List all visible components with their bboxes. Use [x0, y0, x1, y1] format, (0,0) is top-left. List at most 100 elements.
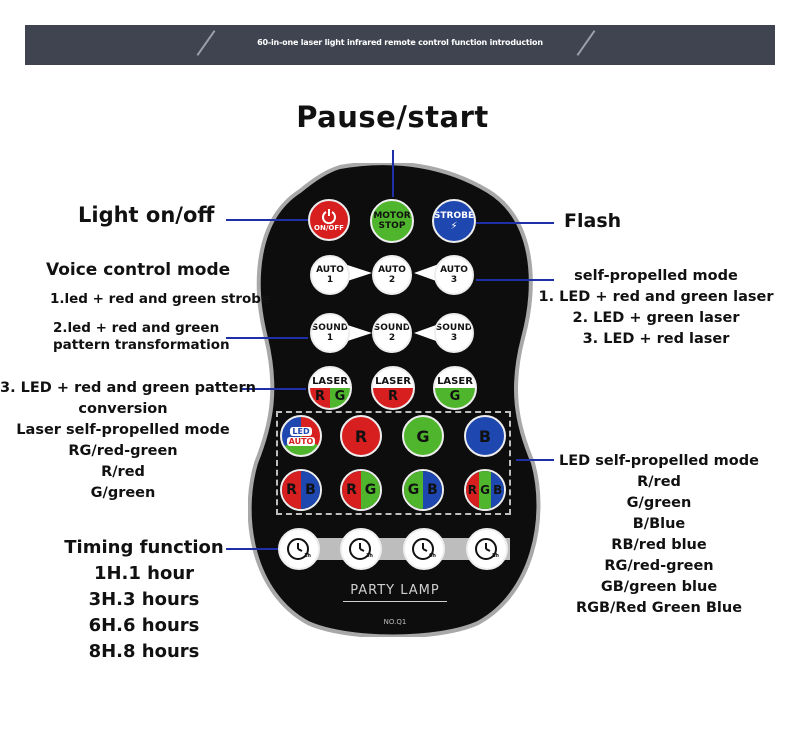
self-mode-2: 2. LED + green laser: [572, 310, 740, 326]
clock-icon: [475, 538, 497, 560]
pause-leader-line: [392, 150, 394, 197]
laser-rg-r: R: [310, 388, 330, 408]
self-leader-line: [476, 279, 554, 281]
laser-section: 3. LED + red and green pattern conversio…: [0, 378, 256, 504]
onoff-button[interactable]: ON/OFF: [308, 199, 350, 241]
led-gb-b: B: [423, 471, 442, 509]
strobe-label: STROBE: [433, 210, 475, 221]
led-mode-rgb: RGB/Red Green Blue: [575, 600, 743, 616]
header-banner: 60-in-one laser light infrared remote co…: [25, 25, 775, 65]
light-leader-line: [226, 219, 308, 221]
timer-6h-button[interactable]: 6h: [403, 528, 445, 570]
led-b-button[interactable]: B: [464, 415, 506, 457]
self-mode-title: self-propelled mode: [574, 268, 738, 284]
voice3-leader-line: [240, 388, 306, 390]
led-g-label: G: [416, 426, 430, 446]
timing-3h: 3H.3 hours: [88, 589, 200, 610]
voice-mode-2a: 2.led + red and green: [53, 320, 220, 336]
auto-1-button[interactable]: AUTO 1: [310, 255, 350, 295]
voice-mode-1: 1.led + red and green strobe: [50, 291, 271, 307]
banner-title: 60-in-one laser light infrared remote co…: [257, 38, 543, 47]
led-auto-bottom: AUTO: [286, 436, 316, 446]
lightning-icon: ⚡: [450, 220, 458, 232]
led-mode-rg: RG/red-green: [604, 558, 714, 574]
led-r-button[interactable]: R: [340, 415, 382, 457]
timer-3h-label: 3h: [365, 553, 373, 559]
sound-2-button[interactable]: SOUND 2: [372, 313, 412, 353]
laser-rg-g: G: [330, 388, 350, 408]
led-rg-r: R: [342, 471, 361, 509]
led-g-button[interactable]: G: [402, 415, 444, 457]
laser-rg-top: LASER: [312, 376, 348, 387]
led-rg-g: G: [361, 471, 380, 509]
laser-g-g: G: [435, 388, 475, 408]
voice-mode-3a: 3. LED + red and green pattern: [0, 380, 256, 396]
led-rb-b: B: [301, 471, 320, 509]
led-mode-r: R/red: [637, 474, 681, 490]
voice-mode-3b: conversion: [78, 401, 168, 417]
led-mode-group: [276, 411, 511, 515]
laser-mode-g: G/green: [90, 485, 156, 501]
timing-8h: 8H.8 hours: [88, 641, 200, 662]
model-label: NO.Q1: [383, 618, 407, 626]
led-mode-rb: RB/red blue: [611, 537, 707, 553]
laser-mode-r: R/red: [101, 464, 145, 480]
clock-icon: [287, 538, 309, 560]
auto-3-label: AUTO 3: [440, 265, 468, 285]
brand-label: PARTY LAMP: [350, 583, 440, 598]
timing-leader-line: [226, 548, 278, 550]
light-onoff-label: Light on/off: [78, 203, 215, 227]
laser-mode-title: Laser self-propelled mode: [16, 422, 230, 438]
self-mode-3: 3. LED + red laser: [582, 331, 730, 347]
pause-start-title: Pause/start: [296, 100, 489, 134]
timer-1h-label: 1h: [303, 553, 311, 559]
voice-mode-title: Voice control mode: [46, 260, 231, 280]
clock-icon: [349, 538, 371, 560]
timing-section: Timing function 1H.1 hour 3H.3 hours 6H.…: [56, 535, 232, 665]
self-section: self-propelled mode 1. LED + red and gre…: [528, 266, 784, 350]
led-section: LED self-propelled mode R/red G/green B/…: [556, 451, 762, 619]
sound-1-button[interactable]: SOUND 1: [310, 313, 350, 353]
laser-r-button[interactable]: LASER R: [371, 366, 415, 410]
sound-1-label: SOUND 1: [311, 323, 349, 343]
led-leader-line: [516, 459, 554, 461]
onoff-label: ON/OFF: [314, 224, 344, 232]
laser-g-button[interactable]: LASER G: [433, 366, 477, 410]
timing-1h: 1H.1 hour: [93, 563, 195, 584]
clock-icon: [412, 538, 434, 560]
timer-1h-button[interactable]: 1h: [278, 528, 320, 570]
motor-stop-button[interactable]: MOTOR STOP: [370, 199, 414, 243]
voice-mode-2b: pattern transformation: [53, 337, 230, 353]
sound-3-button[interactable]: SOUND 3: [434, 313, 474, 353]
led-mode-b: B/Blue: [632, 516, 686, 532]
self-mode-1: 1. LED + red and green laser: [538, 289, 774, 305]
auto-3-button[interactable]: AUTO 3: [434, 255, 474, 295]
laser-g-top: LASER: [437, 376, 473, 387]
led-mode-title: LED self-propelled mode: [559, 453, 759, 469]
led-auto-button[interactable]: LED AUTO: [280, 415, 322, 457]
sound-3-label: SOUND 3: [435, 323, 473, 343]
timing-6h: 6H.6 hours: [88, 615, 200, 636]
laser-r-top: LASER: [375, 376, 411, 387]
led-r-label: R: [354, 426, 368, 446]
voice2-leader-line: [226, 337, 308, 339]
auto-2-button[interactable]: AUTO 2: [372, 255, 412, 295]
brand-underline: [343, 601, 447, 602]
strobe-button[interactable]: STROBE ⚡: [432, 199, 476, 243]
led-mode-gb: GB/green blue: [600, 579, 718, 595]
timer-8h-button[interactable]: 8h: [466, 528, 508, 570]
motor-stop-label: MOTOR STOP: [373, 211, 411, 231]
led-auto-top: LED: [290, 426, 312, 436]
led-rgb-r: R: [466, 471, 479, 509]
timing-title: Timing function: [64, 537, 224, 558]
laser-r-r: R: [373, 388, 413, 408]
timer-3h-button[interactable]: 3h: [340, 528, 382, 570]
led-rgb-g: G: [478, 471, 492, 509]
auto-2-label: AUTO 2: [378, 265, 406, 285]
led-gb-g: G: [404, 471, 423, 509]
